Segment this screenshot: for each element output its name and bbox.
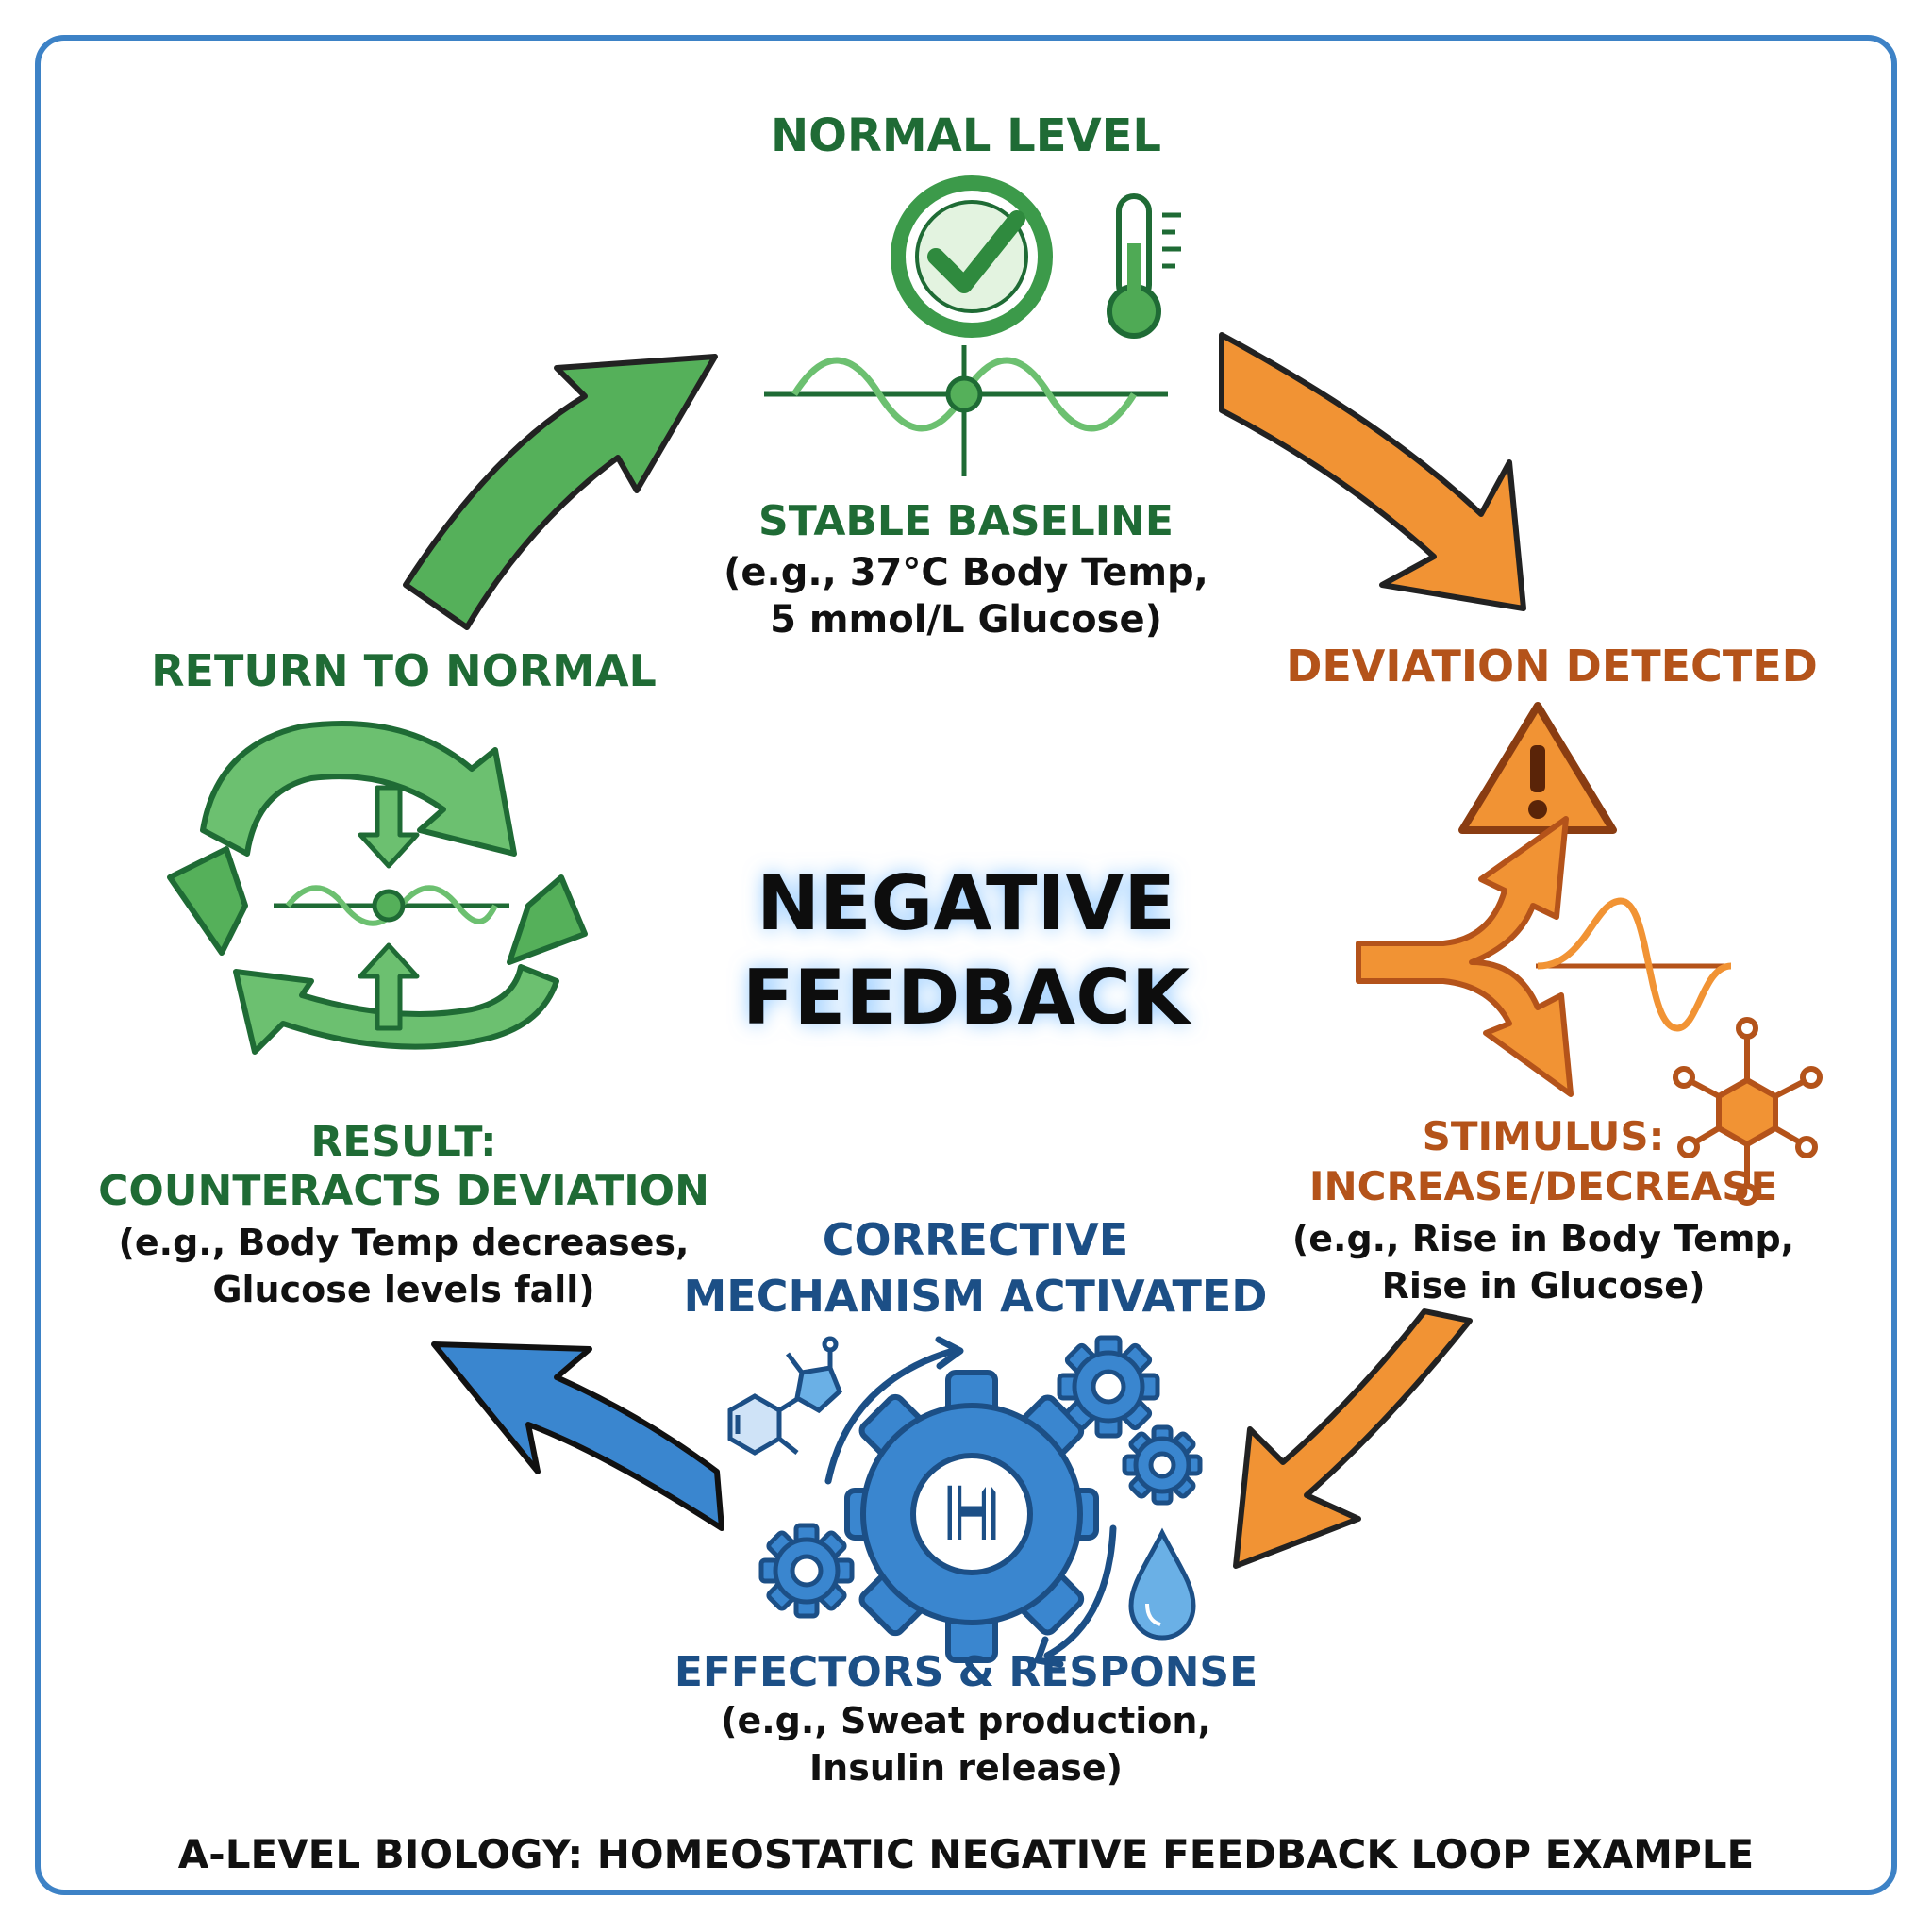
normal-level-example-2: 5 mmol/L Glucose) [770,598,1162,641]
effectors-example-1: (e.g., Sweat production, [721,1700,1211,1741]
water-drop-icon [1128,1527,1196,1641]
diagram-title-line2: FEEDBACK [742,954,1192,1041]
converging-wave-icon [274,785,509,1031]
result-example-2: Glucose levels fall) [212,1269,594,1310]
result-label-1: RESULT: [310,1118,496,1166]
chemical-structure-icon [727,1336,842,1456]
small-gear-icon-top-right [1057,1335,1160,1439]
main-gear-icon: H [844,1370,1099,1663]
arrow-return-to-normal [403,354,718,630]
corrective-label-1: CORRECTIVE [823,1214,1128,1265]
result-label-2: COUNTERACTS DEVIATION [98,1167,709,1215]
stimulus-label-2: INCREASE/DECREASE [1309,1163,1777,1209]
diagram-title-line1: NEGATIVE [757,859,1175,947]
return-to-normal-heading: RETURN TO NORMAL [151,645,657,696]
normal-level-heading: NORMAL LEVEL [771,109,1161,162]
baseline-wave-icon [764,345,1168,476]
result-example-1: (e.g., Body Temp decreases, [119,1222,690,1263]
warning-triangle-icon [1458,702,1617,834]
thermometer-icon [1107,193,1181,339]
footer-caption: A-LEVEL BIOLOGY: HOMEOSTATIC NEGATIVE FE… [178,1831,1754,1877]
effectors-heading: EFFECTORS & RESPONSE [675,1648,1257,1696]
molecule-icon [1673,1017,1823,1206]
arrow-effectors-to-result [431,1341,724,1531]
stimulus-example-2: Rise in Glucose) [1382,1265,1706,1307]
effectors-example-2: Insulin release) [809,1747,1123,1789]
small-gear-icon-left [758,1523,855,1619]
deviation-wave-icon [1536,897,1732,1032]
deviation-detected-heading: DEVIATION DETECTED [1286,641,1818,691]
cycle-arrow-icon [824,1336,1117,1668]
corrective-label-2: MECHANISM ACTIVATED [684,1271,1268,1322]
stimulus-label-1: STIMULUS: [1423,1113,1665,1159]
normal-level-example-1: (e.g., 37°C Body Temp, [724,551,1208,594]
small-gear-icon-right [1122,1424,1203,1506]
arrow-normal-to-deviation [1219,332,1526,611]
stable-baseline-label: STABLE BASELINE [758,497,1174,545]
stimulus-example-1: (e.g., Rise in Body Temp, [1292,1218,1794,1259]
branching-arrows-icon [1356,816,1574,1097]
recycle-arrows-icon [167,721,588,1055]
check-circle-icon [891,175,1053,338]
arrow-stimulus-to-effectors [1233,1308,1473,1569]
